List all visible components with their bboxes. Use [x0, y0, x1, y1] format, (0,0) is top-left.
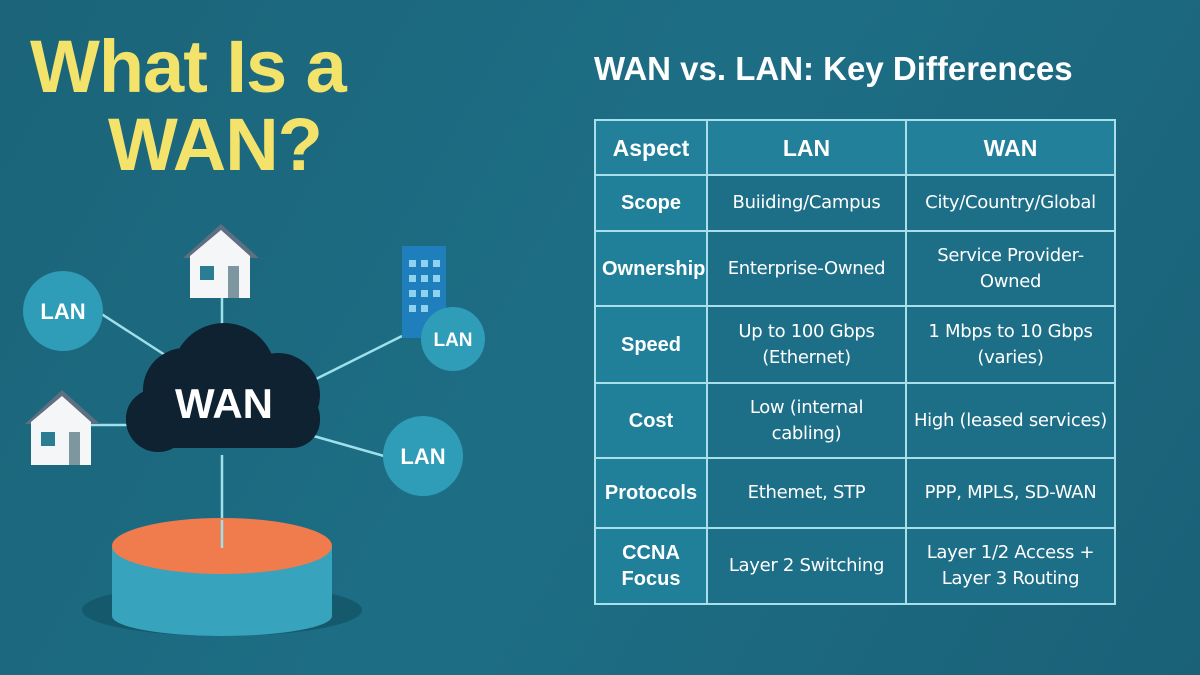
wan-cell: Layer 1/2 Access + Layer 3 Routing	[905, 527, 1116, 605]
house-icon	[183, 224, 259, 298]
table-row: Scope Buiiding/Campus City/Country/Globa…	[594, 174, 1116, 232]
data-center-disk-icon	[82, 518, 362, 636]
lan-cell: Enterprise-Owned	[706, 230, 907, 307]
aspect-cell: Speed	[594, 305, 708, 384]
aspect-cell: Ownership	[594, 230, 708, 307]
lan-cell: Low (internal cabling)	[706, 382, 907, 459]
lan-cell: Layer 2 Switching	[706, 527, 907, 605]
wan-diagram: WAN LAN LAN LAN	[23, 224, 485, 636]
page-title: What Is a WAN?	[30, 25, 347, 186]
wan-cell: PPP, MPLS, SD-WAN	[905, 457, 1116, 529]
aspect-cell: CCNA Focus	[594, 527, 708, 605]
lan-label: LAN	[433, 330, 472, 351]
aspect-cell: Protocols	[594, 457, 708, 529]
table-row: Cost Low (internal cabling) High (leased…	[594, 382, 1116, 459]
lan-cell: Up to 100 Gbps (Ethernet)	[706, 305, 907, 384]
comparison-title: WAN vs. LAN: Key Differences	[594, 50, 1073, 87]
lan-node: LAN	[383, 416, 463, 496]
table-row: CCNA Focus Layer 2 Switching Layer 1/2 A…	[594, 527, 1116, 605]
title-line-2: WAN?	[108, 103, 323, 186]
lan-label: LAN	[400, 444, 445, 469]
lan-node: LAN	[23, 271, 103, 351]
wan-cell: Service Provider-Owned	[905, 230, 1116, 307]
house-icon	[25, 390, 100, 465]
lan-label: LAN	[40, 299, 85, 324]
table-row: Protocols Ethemet, STP PPP, MPLS, SD-WAN	[594, 457, 1116, 529]
table-row: Ownership Enterprise-Owned Service Provi…	[594, 230, 1116, 307]
header-lan: LAN	[706, 119, 907, 176]
aspect-cell: Cost	[594, 382, 708, 459]
lan-node: LAN	[421, 307, 485, 371]
header-aspect: Aspect	[594, 119, 708, 176]
table-row: Speed Up to 100 Gbps (Ethernet) 1 Mbps t…	[594, 305, 1116, 384]
comparison-table: Aspect LAN WAN Scope Buiiding/Campus Cit…	[594, 119, 1116, 605]
header-wan: WAN	[905, 119, 1116, 176]
cloud-label: WAN	[175, 380, 273, 427]
cloud-icon	[126, 323, 320, 452]
wan-cell: City/Country/Global	[905, 174, 1116, 232]
title-line-1: What Is a	[30, 25, 347, 108]
wan-cell: 1 Mbps to 10 Gbps (varies)	[905, 305, 1116, 384]
lan-cell: Buiiding/Campus	[706, 174, 907, 232]
aspect-cell: Scope	[594, 174, 708, 232]
table-header-row: Aspect LAN WAN	[594, 119, 1116, 176]
wan-cell: High (leased services)	[905, 382, 1116, 459]
lan-cell: Ethemet, STP	[706, 457, 907, 529]
